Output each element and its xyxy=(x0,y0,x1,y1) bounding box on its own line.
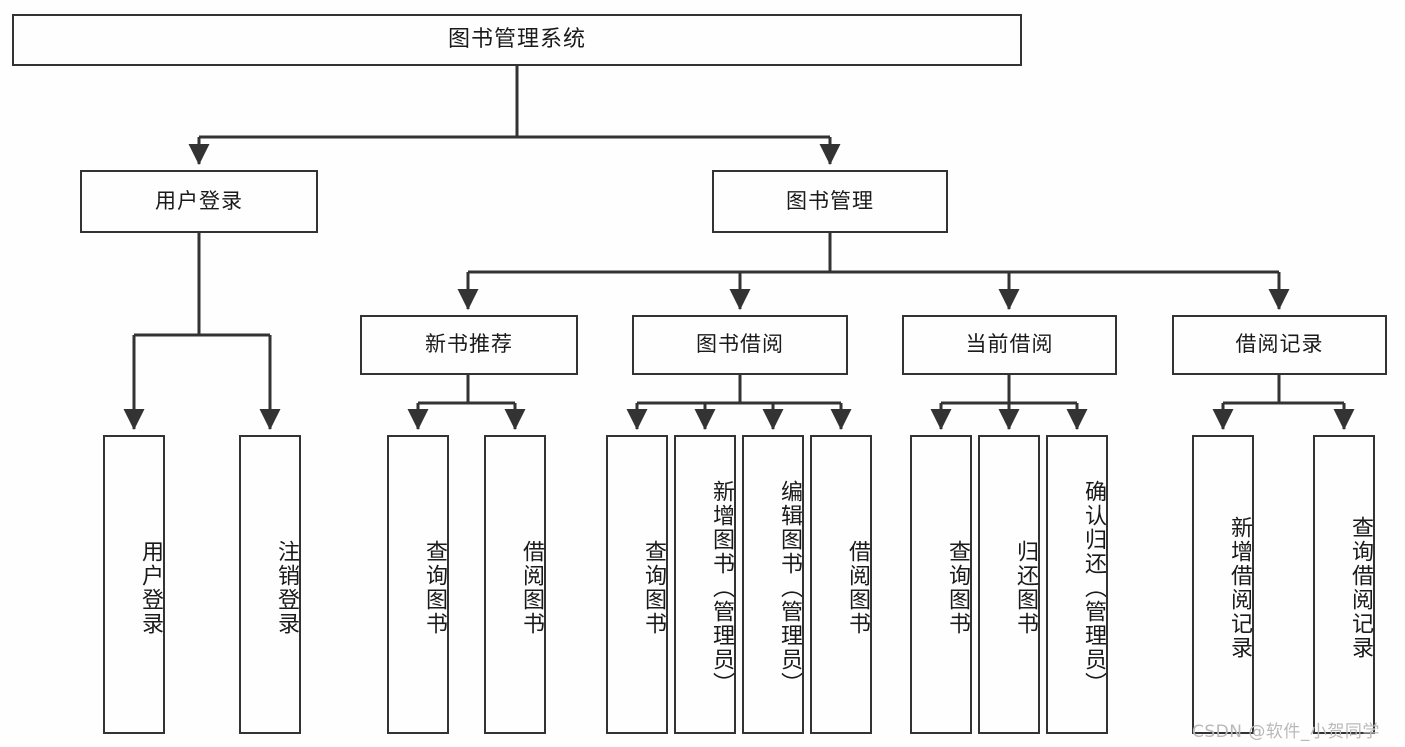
watermark-text: CSDN @软件_小贺同学 xyxy=(1192,722,1380,742)
node-leaf-return-book[interactable]: 归还图书 xyxy=(978,435,1040,734)
node-leaf-logout[interactable]: 注销登录 xyxy=(239,435,301,734)
node-leaf-add-record-label: 新增借阅记录 xyxy=(1227,515,1252,660)
node-leaf-query-book-3-label: 查询图书 xyxy=(945,539,970,636)
node-leaf-query-record-label: 查询借阅记录 xyxy=(1348,515,1373,660)
node-leaf-edit-book-label: 编辑图书（管理员） xyxy=(777,479,802,696)
node-current-borrow[interactable]: 当前借阅 xyxy=(902,315,1117,375)
node-book-borrow[interactable]: 图书借阅 xyxy=(632,315,848,375)
node-leaf-add-book[interactable]: 新增图书（管理员） xyxy=(674,435,736,734)
node-root-label: 图书管理系统 xyxy=(447,26,586,52)
node-new-book-rec[interactable]: 新书推荐 xyxy=(360,315,578,375)
node-borrow-record-label: 借阅记录 xyxy=(1235,332,1324,357)
node-leaf-borrow-book-1[interactable]: 借阅图书 xyxy=(484,435,546,734)
node-current-borrow-label: 当前借阅 xyxy=(965,332,1054,357)
node-leaf-confirm-return[interactable]: 确认归还（管理员） xyxy=(1046,435,1108,734)
node-leaf-query-book-3[interactable]: 查询图书 xyxy=(910,435,972,734)
node-leaf-add-record[interactable]: 新增借阅记录 xyxy=(1192,435,1254,734)
node-root[interactable]: 图书管理系统 xyxy=(12,14,1022,66)
node-book-manage-label: 图书管理 xyxy=(786,188,874,213)
node-leaf-query-record[interactable]: 查询借阅记录 xyxy=(1313,435,1375,734)
node-leaf-query-book-1[interactable]: 查询图书 xyxy=(387,435,449,734)
node-leaf-query-book-2[interactable]: 查询图书 xyxy=(606,435,668,734)
node-borrow-record[interactable]: 借阅记录 xyxy=(1172,315,1387,375)
node-leaf-query-book-2-label: 查询图书 xyxy=(641,539,666,636)
node-leaf-user-login[interactable]: 用户登录 xyxy=(103,435,165,734)
node-leaf-return-book-label: 归还图书 xyxy=(1013,539,1038,636)
node-leaf-confirm-return-label: 确认归还（管理员） xyxy=(1081,479,1106,696)
node-leaf-borrow-book-1-label: 借阅图书 xyxy=(519,539,544,636)
node-leaf-borrow-book-2-label: 借阅图书 xyxy=(845,539,870,636)
node-leaf-user-login-label: 用户登录 xyxy=(138,539,163,636)
node-book-manage[interactable]: 图书管理 xyxy=(712,170,948,233)
node-user-login-label: 用户登录 xyxy=(155,188,243,213)
node-book-borrow-label: 图书借阅 xyxy=(696,332,784,357)
node-leaf-borrow-book-2[interactable]: 借阅图书 xyxy=(810,435,872,734)
node-leaf-edit-book[interactable]: 编辑图书（管理员） xyxy=(742,435,804,734)
node-leaf-logout-label: 注销登录 xyxy=(274,539,299,636)
node-new-book-rec-label: 新书推荐 xyxy=(425,332,513,357)
node-leaf-add-book-label: 新增图书（管理员） xyxy=(709,479,734,696)
node-user-login[interactable]: 用户登录 xyxy=(80,170,318,233)
node-leaf-query-book-1-label: 查询图书 xyxy=(422,539,447,636)
